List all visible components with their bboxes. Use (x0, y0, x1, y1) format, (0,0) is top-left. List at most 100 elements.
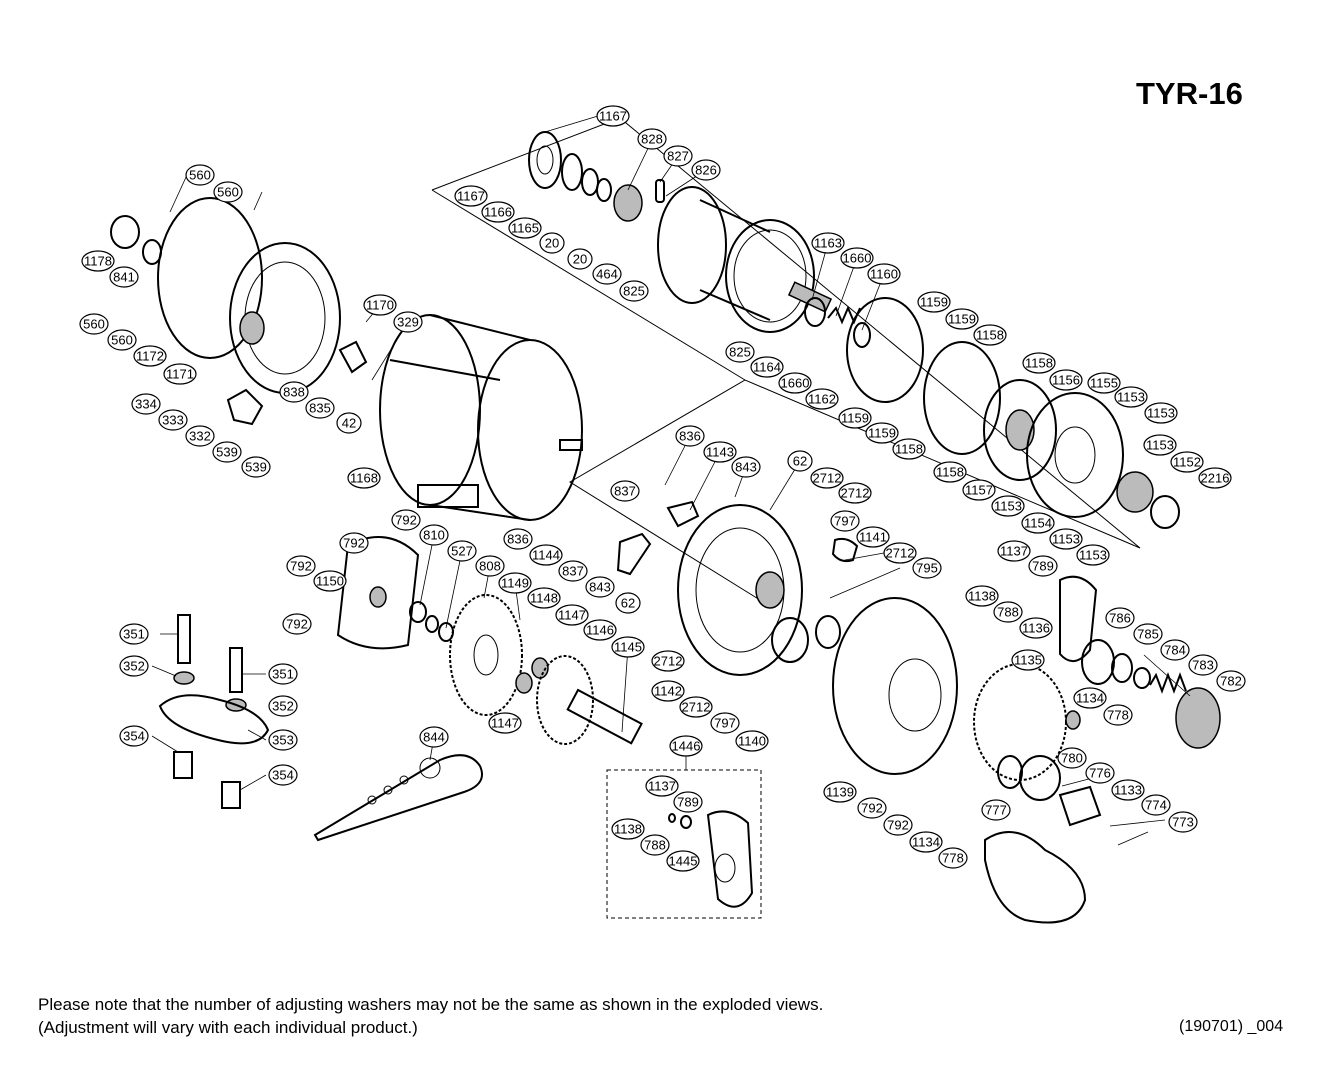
callout-bubble (640, 834, 670, 856)
callout-label: 1166 (484, 205, 512, 220)
callout-label: 843 (589, 580, 611, 595)
callout-792: 792 (282, 613, 312, 635)
callout-label: 1156 (1052, 373, 1080, 388)
lever-843 (616, 532, 652, 576)
callout-label: 825 (729, 345, 751, 360)
callout-label: 837 (614, 484, 636, 499)
callout-label: 1147 (558, 608, 586, 623)
right-side-plate-assembly (616, 500, 958, 775)
callout-label: 2712 (682, 700, 711, 715)
callout-bubble (703, 441, 737, 463)
callout-2712: 2712 (810, 467, 844, 489)
callout-label: 1153 (1079, 548, 1107, 563)
callout-828: 828 (637, 128, 667, 150)
callout-351: 351 (268, 663, 298, 685)
callout-label: 1140 (738, 734, 766, 749)
callout-label: 1164 (753, 360, 781, 375)
callout-bubble (838, 482, 872, 504)
left-side-plate-assembly (110, 197, 368, 426)
callout-label: 539 (216, 445, 238, 460)
callout-1153: 1153 (1143, 434, 1177, 456)
callout-label: 780 (1061, 751, 1083, 766)
callout-label: 1168 (350, 471, 378, 486)
callout-1152: 1152 (1170, 451, 1204, 473)
spool-assembly (528, 131, 1180, 529)
callout-label: 1147 (491, 716, 519, 731)
callout-1172: 1172 (133, 345, 167, 367)
callout-label: 827 (667, 149, 689, 164)
callout-label: 1153 (994, 499, 1022, 514)
callout-bubble (651, 650, 685, 672)
callout-bubble (585, 576, 615, 598)
callout-label: 1172 (136, 349, 164, 364)
callout-label: 797 (834, 514, 856, 529)
callout-bubble (282, 613, 312, 635)
callout-334: 334 (131, 393, 161, 415)
callout-bubble (645, 775, 679, 797)
callout-bubble (981, 799, 1011, 821)
callout-bubble (391, 509, 421, 531)
callout-bubble (735, 730, 769, 752)
callout-844: 844 (419, 726, 449, 748)
callout-1136: 1136 (1019, 617, 1053, 639)
callout-780: 780 (1057, 747, 1087, 769)
callout-label: 826 (695, 163, 717, 178)
callout-1164: 1164 (750, 356, 784, 378)
callout-1153: 1153 (1049, 528, 1083, 550)
callout-bubble (973, 324, 1007, 346)
callout-label: 795 (916, 561, 938, 576)
knob-1178 (110, 215, 140, 249)
callout-label: 778 (1107, 708, 1129, 723)
callout-bubble (305, 397, 335, 419)
callout-label: 777 (985, 803, 1007, 818)
callout-1144: 1144 (529, 544, 563, 566)
callout-label: 1159 (948, 312, 976, 327)
callout-bubble (917, 291, 951, 313)
button-1141 (831, 537, 859, 563)
callout-label: 774 (1145, 798, 1167, 813)
callout-bubble (679, 696, 713, 718)
callout-label: 1159 (841, 411, 869, 426)
callout-bubble (475, 555, 505, 577)
callout-bubble (363, 294, 397, 316)
callout-bubble (1133, 623, 1163, 645)
callout-2712: 2712 (883, 542, 917, 564)
callout-1171: 1171 (163, 363, 197, 385)
callout-352: 352 (268, 695, 298, 717)
callout-label: 351 (272, 667, 294, 682)
nut-354-right (221, 781, 241, 809)
callout-bubble (131, 393, 161, 415)
callout-label: 782 (1220, 674, 1242, 689)
callout-label: 333 (162, 413, 184, 428)
callout-bubble (1216, 670, 1246, 692)
callout-bubble (1103, 704, 1133, 726)
callout-332: 332 (185, 425, 215, 447)
spool-bearing-cap (528, 131, 562, 189)
optional-handle-kit-box (606, 769, 762, 919)
footnote-line-1: Please note that the number of adjusting… (38, 995, 824, 1014)
drag-knob-782 (1175, 687, 1221, 749)
callout-bubble (675, 425, 705, 447)
callout-bubble (637, 128, 667, 150)
callout-label: 354 (123, 729, 145, 744)
callout-1147: 1147 (555, 604, 589, 626)
callout-bubble (268, 695, 298, 717)
callout-label: 539 (245, 460, 267, 475)
callout-bubble (1049, 528, 1083, 550)
callout-label: 353 (272, 733, 294, 748)
callout-label: 1163 (814, 236, 842, 251)
callout-bubble (286, 555, 316, 577)
callout-836: 836 (675, 425, 705, 447)
callout-bubble (241, 456, 271, 478)
callout-bubble (81, 250, 115, 272)
callout-bubble (1111, 779, 1145, 801)
frame-1168 (389, 314, 531, 521)
callout-label: 1167 (599, 109, 627, 124)
callout-bubble (725, 341, 755, 363)
callout-1660: 1660 (840, 247, 874, 269)
callout-bubble (1049, 369, 1083, 391)
callout-bubble (938, 847, 968, 869)
callout-label: 62 (793, 454, 807, 469)
drag-star-786 (1081, 639, 1115, 685)
callout-label: 1170 (366, 298, 394, 313)
